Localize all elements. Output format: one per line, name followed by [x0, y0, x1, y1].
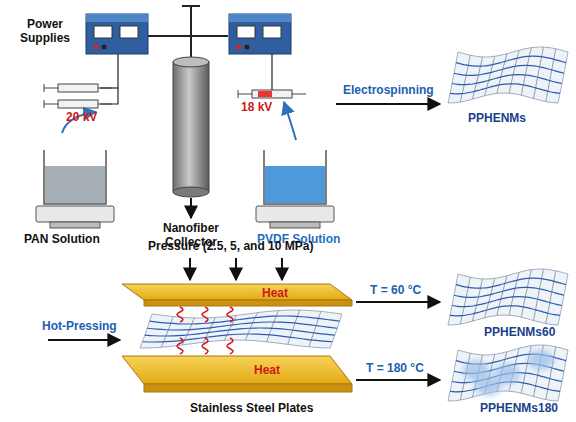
nanofiber-collector — [173, 57, 209, 218]
label: PAN Solution — [24, 233, 100, 247]
syringe — [44, 84, 112, 108]
syringe — [238, 90, 306, 98]
membrane — [448, 345, 568, 401]
power-supply — [229, 14, 291, 54]
process-arrow — [356, 301, 440, 303]
label: Electrospinning — [343, 84, 434, 98]
beaker — [256, 102, 334, 228]
label: Stainless Steel Plates — [190, 402, 313, 416]
label: Pressure (2.5, 5, and 10 MPa) — [148, 240, 313, 254]
heat-wave — [177, 307, 233, 354]
label: T = 60 °C — [370, 284, 421, 298]
membrane — [140, 310, 342, 348]
label: T = 180 °C — [366, 362, 424, 376]
membrane — [448, 47, 568, 103]
power-supply — [86, 14, 148, 54]
label: 18 kV — [241, 101, 272, 115]
membrane — [448, 269, 568, 325]
beaker — [36, 112, 114, 228]
label: Hot-Pressing — [42, 320, 117, 334]
pressure-arrow — [190, 258, 282, 280]
label: Heat — [254, 364, 280, 378]
steel-plate — [122, 284, 352, 392]
label: Power Supplies — [14, 18, 76, 46]
process-arrow — [48, 339, 120, 341]
stand — [147, 6, 228, 58]
label: PPHENMs60 — [484, 326, 555, 340]
label: 20 kV — [66, 111, 97, 125]
process-arrow — [336, 103, 440, 105]
label: Heat — [262, 287, 288, 301]
label: PPHENMs — [468, 112, 526, 126]
process-arrow — [356, 379, 440, 381]
label: PPHENMs180 — [480, 402, 558, 416]
